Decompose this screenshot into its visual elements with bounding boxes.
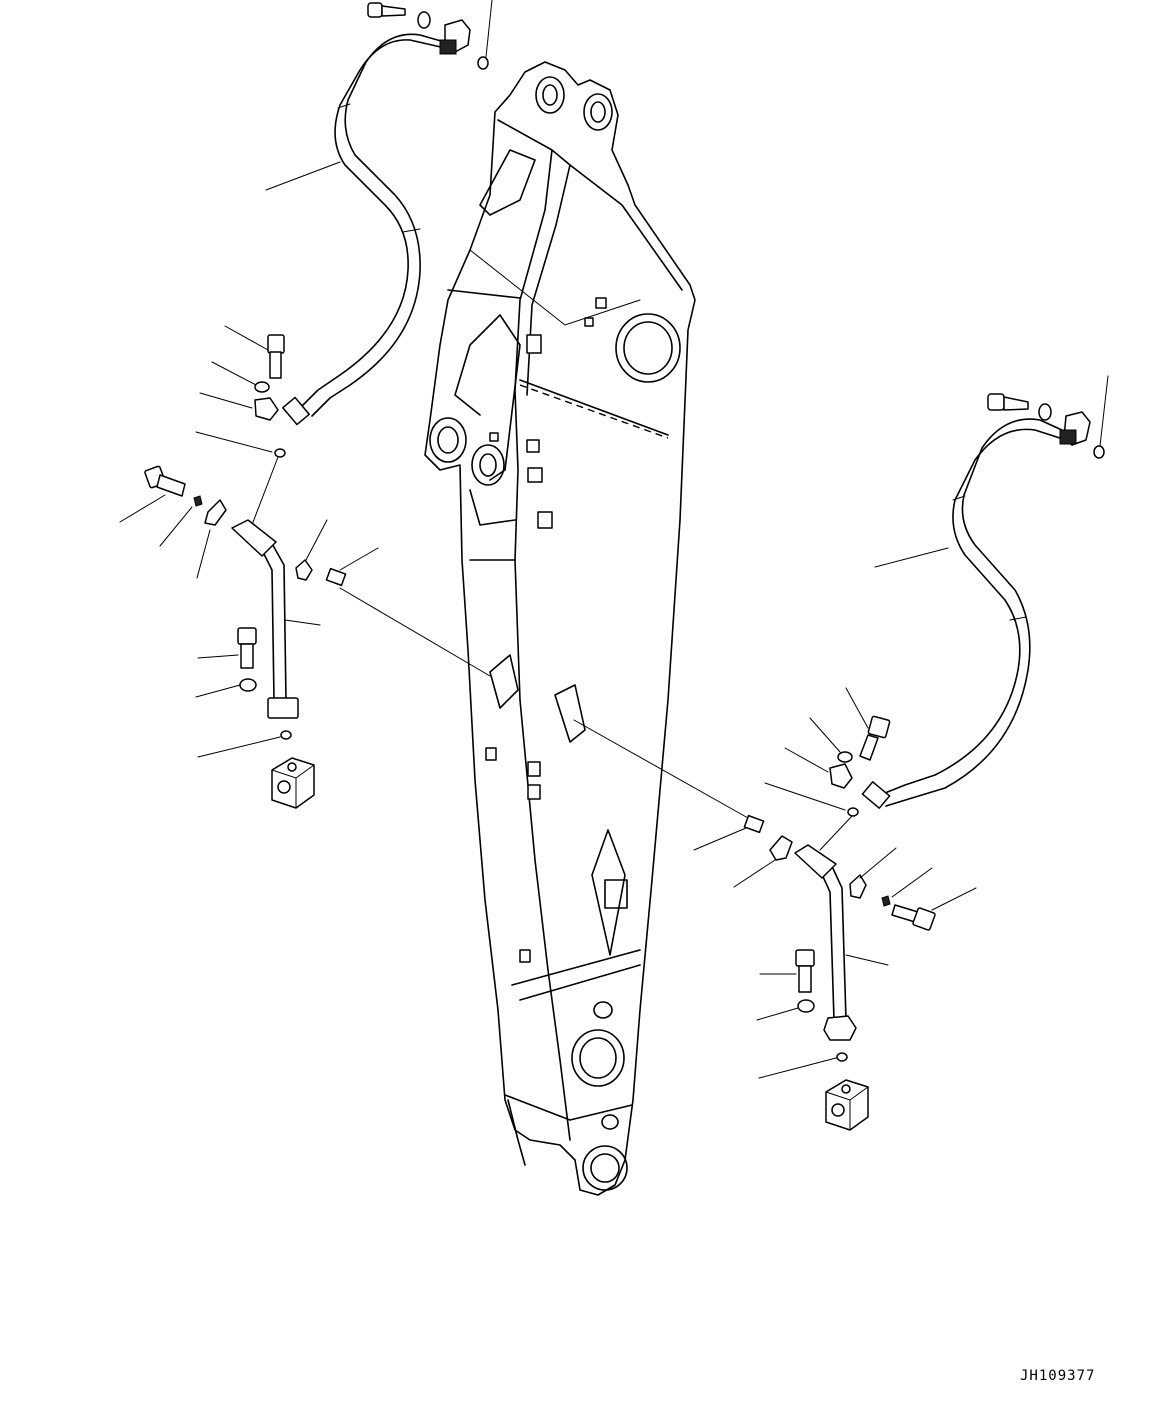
arm-body <box>424 61 696 1196</box>
left-o-ring-icon <box>274 448 286 458</box>
right-elbow-bolt-icon <box>867 715 891 739</box>
left-steel-tube-icon <box>234 529 275 701</box>
drawing-id-label: JH109377 <box>1020 1368 1096 1384</box>
right-hose-icon <box>879 428 1067 796</box>
left-elbow-fitting-icon <box>254 397 279 421</box>
right-clamp-icon <box>769 835 793 861</box>
left-top-washer-icon <box>417 11 431 29</box>
left-elbow-bolt-icon <box>267 334 285 354</box>
right-o-ring-icon <box>847 807 859 817</box>
right-elbow-washer-icon <box>837 751 853 763</box>
right-elbow-fitting-icon <box>829 763 853 789</box>
left-elbow-washer-icon <box>254 381 270 393</box>
left-hose-assembly <box>119 0 493 809</box>
left-top-flange-bolt-icon <box>367 2 383 18</box>
left-clamp-icon <box>204 499 227 526</box>
left-bracket-clamp-icon <box>295 559 313 581</box>
right-bottom-washer-icon <box>797 999 815 1013</box>
left-bottom-o-ring-icon <box>280 730 292 740</box>
right-hose-assembly <box>573 375 1109 1131</box>
right-top-flange-bolt-icon <box>987 393 1005 411</box>
left-bottom-bolt-icon <box>237 627 257 645</box>
left-hose-icon <box>299 39 446 409</box>
right-clamp-nut-icon <box>881 895 891 907</box>
right-top-o-ring-icon <box>1093 445 1105 459</box>
right-bottom-bolt-icon <box>795 949 815 967</box>
right-valve-block-icon <box>825 1079 869 1131</box>
right-bottom-o-ring-icon <box>836 1052 848 1062</box>
right-steel-tube-icon <box>799 854 835 1021</box>
left-top-o-ring-icon <box>477 56 489 70</box>
right-top-washer-icon <box>1038 403 1052 421</box>
right-spacer-icon <box>743 814 765 834</box>
left-bottom-washer-icon <box>239 678 257 692</box>
left-spacer-icon <box>325 567 347 587</box>
left-clamp-nut-icon <box>193 495 203 507</box>
right-bracket-clamp-icon <box>849 874 867 899</box>
left-valve-block-icon <box>271 757 315 809</box>
